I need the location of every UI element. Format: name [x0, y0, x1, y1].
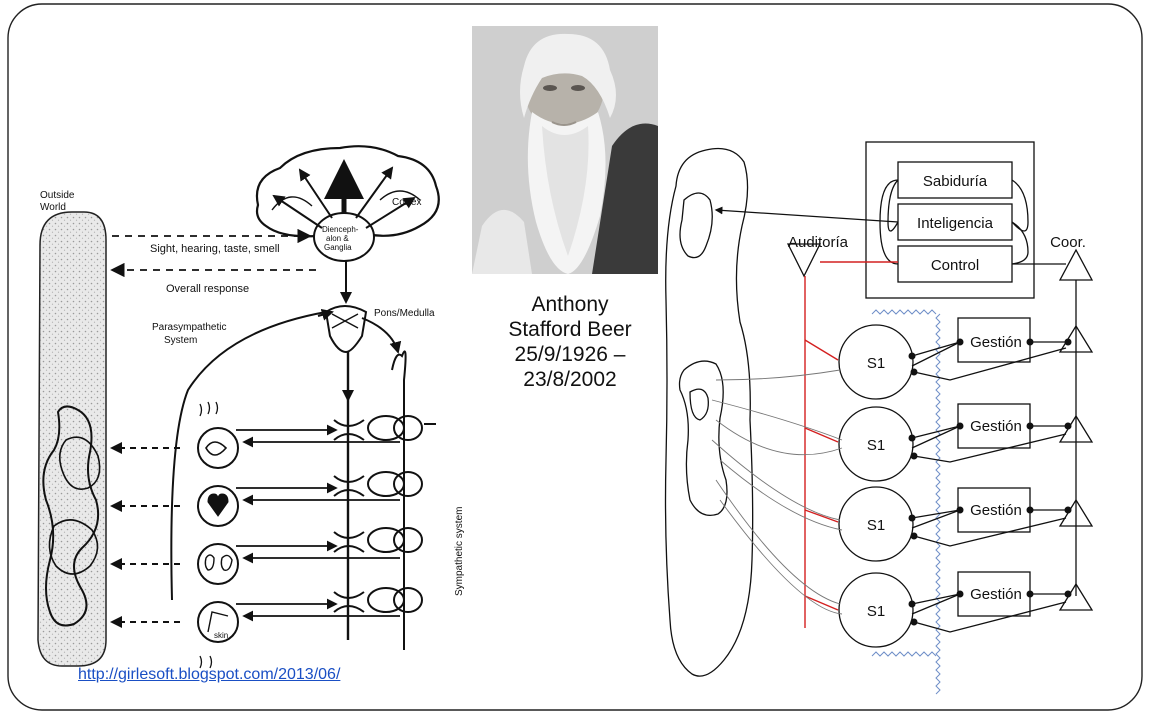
organ-kidney [198, 544, 238, 584]
s1-label-3: S1 [867, 517, 885, 534]
portrait-photo [472, 26, 658, 274]
organ-eye [198, 428, 238, 468]
label-pons: Pons/Medulla [374, 308, 435, 319]
caption-died: 23/8/2002 [470, 367, 670, 392]
s1-label-1: S1 [867, 355, 885, 372]
label-cortex: Cortex [392, 197, 421, 208]
coor-triangle-top [1060, 250, 1092, 280]
inteligencia-label: Inteligencia [917, 215, 994, 232]
caption-born: 25/9/1926 – [470, 342, 670, 367]
label-sympathetic: Sympathetic system [454, 507, 465, 596]
gestion-label-2: Gestión [970, 418, 1022, 435]
label-parasympathetic-1: Parasympathetic [152, 322, 226, 333]
control-label: Control [931, 257, 979, 274]
caption-name-line-2: Stafford Beer [470, 317, 670, 342]
gestion-label-1: Gestión [970, 334, 1022, 351]
s1-label-2: S1 [867, 437, 885, 454]
label-senses: Sight, hearing, taste, smell [150, 243, 280, 255]
label-dienceph-3: Ganglia [324, 243, 352, 252]
label-skin: skin [214, 631, 228, 640]
gestion-label-4: Gestión [970, 586, 1022, 603]
coor-label: Coor. [1050, 234, 1086, 251]
nervous-system-diagram [38, 146, 439, 668]
portrait-caption: Anthony Stafford Beer 25/9/1926 – 23/8/2… [470, 292, 670, 392]
gestion-label-3: Gestión [970, 502, 1022, 519]
label-outside-world-2: World [40, 202, 66, 213]
label-dienceph-1: Dienceph- [322, 225, 359, 234]
label-parasympathetic-2: System [164, 335, 197, 346]
label-dienceph-2: alon & [326, 234, 349, 243]
sabiduria-label: Sabiduría [923, 173, 988, 190]
auditoria-label: Auditoría [788, 234, 849, 251]
environment-shape [666, 149, 753, 677]
source-link[interactable]: http://girlesoft.blogspot.com/2013/06/ [78, 666, 340, 684]
label-outside-world-1: Outside [40, 190, 75, 201]
outside-world-shape [38, 212, 106, 666]
label-overall-response: Overall response [166, 283, 249, 295]
s1-label-4: S1 [867, 603, 885, 620]
caption-name-line-1: Anthony [470, 292, 670, 317]
